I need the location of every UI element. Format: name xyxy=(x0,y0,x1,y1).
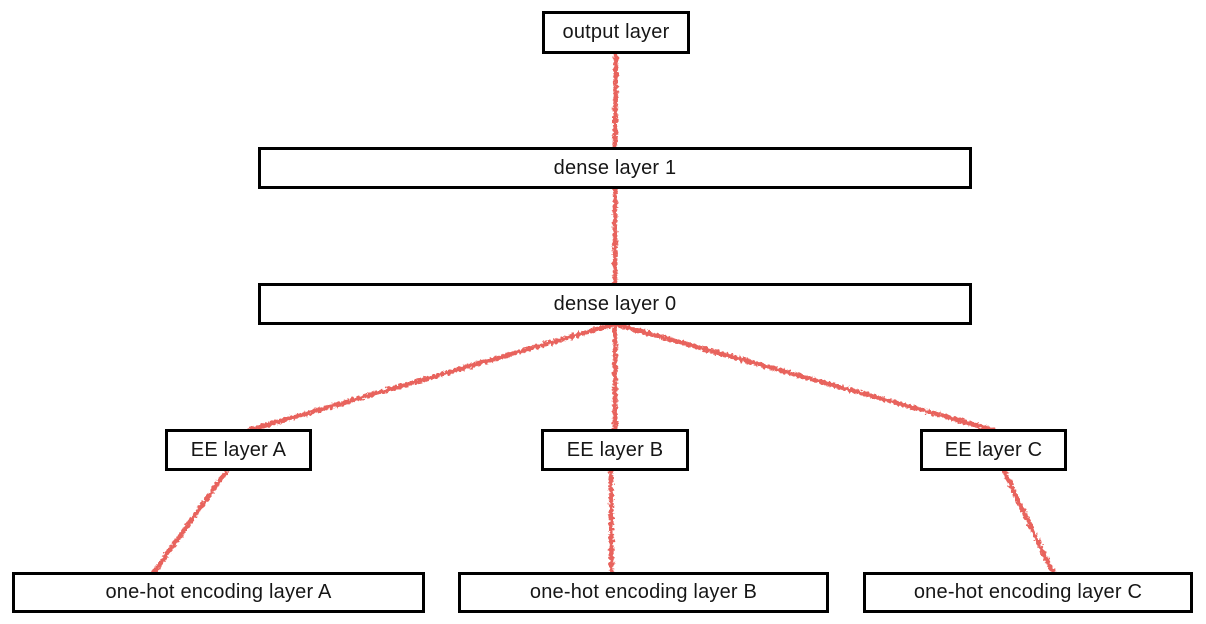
node-dense-layer-1: dense layer 1 xyxy=(258,147,972,189)
node-ee-layer-b: EE layer B xyxy=(541,429,689,471)
node-dense-layer-0: dense layer 0 xyxy=(258,283,972,325)
edge-line-dense0-eeA xyxy=(247,321,618,433)
edge-line-eeC-onehotC xyxy=(1001,467,1056,576)
edge-line-eeB-onehotB xyxy=(608,467,614,576)
edge-line-output-dense1 xyxy=(612,50,619,151)
node-one-hot-encoding-layer-c: one-hot encoding layer C xyxy=(863,572,1193,613)
node-one-hot-encoding-layer-a: one-hot encoding layer A xyxy=(12,572,425,613)
node-ee-layer-c: EE layer C xyxy=(920,429,1067,471)
node-ee-layer-a: EE layer A xyxy=(165,429,312,471)
node-output-layer: output layer xyxy=(542,11,690,54)
node-one-hot-encoding-layer-b: one-hot encoding layer B xyxy=(458,572,829,613)
edge-line-eeA-onehotA xyxy=(151,467,230,576)
edge-line-dense0-eeC xyxy=(612,321,996,433)
